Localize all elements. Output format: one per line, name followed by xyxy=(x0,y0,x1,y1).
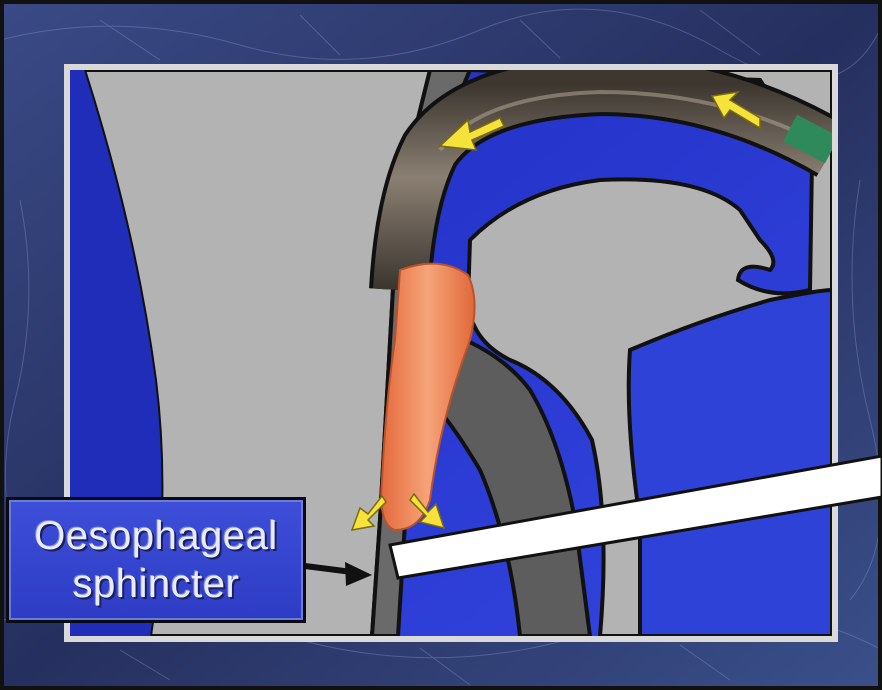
caption-line-1: Oesophageal xyxy=(34,512,277,560)
right-blue-pocket xyxy=(629,290,832,636)
endoscope-green-tip xyxy=(790,128,832,150)
caption-label-box: Oesophageal sphincter xyxy=(6,497,306,623)
caption-line-2: sphincter xyxy=(73,560,240,608)
